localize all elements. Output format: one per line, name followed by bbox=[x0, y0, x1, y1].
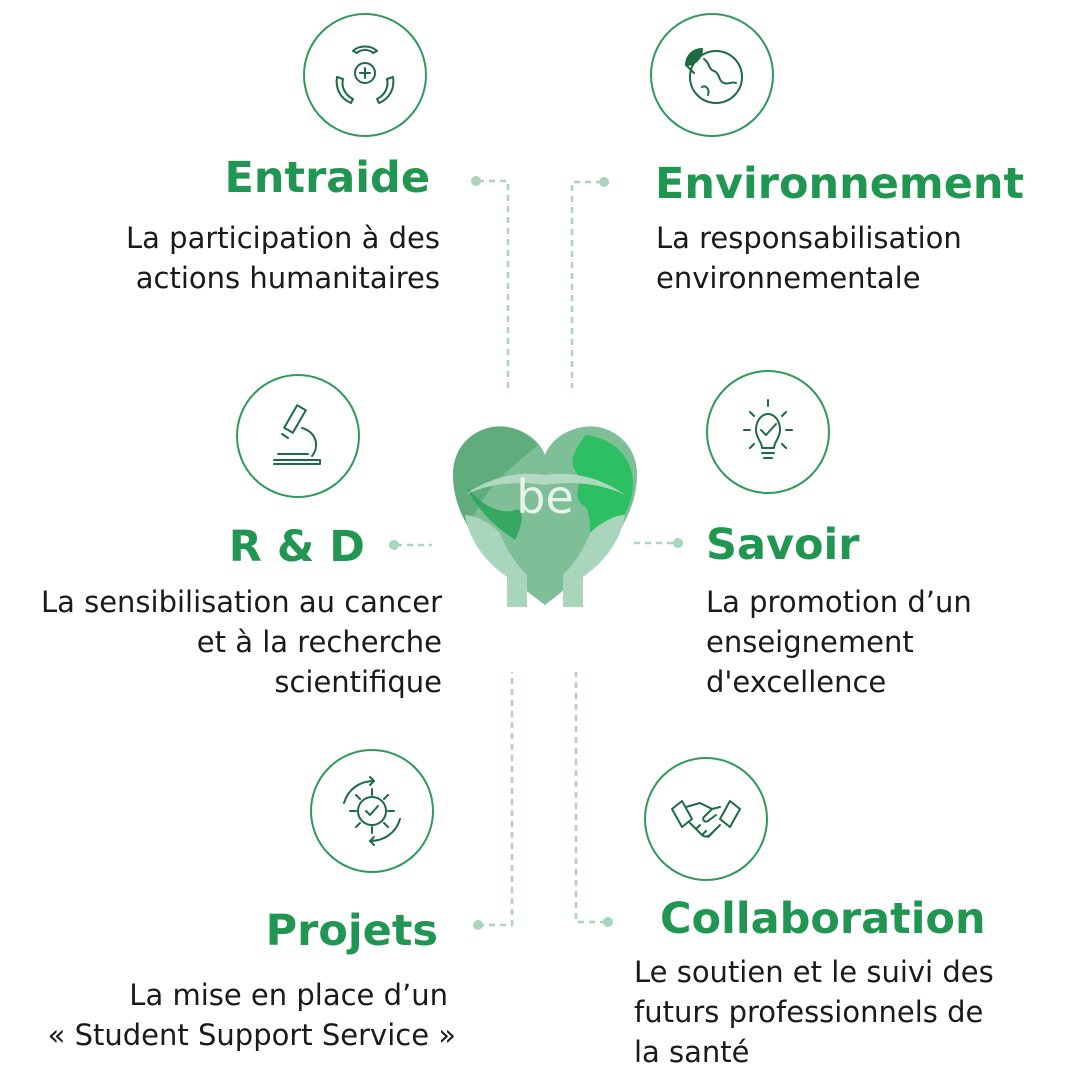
title-entraide: Entraide bbox=[224, 153, 430, 203]
connector-entraide bbox=[478, 179, 510, 388]
desc-collaboration-line: Le soutien et le suivi des bbox=[634, 955, 994, 989]
desc-environnement-line: environnementale bbox=[656, 261, 921, 295]
desc-rd-line: La sensibilisation au cancer bbox=[40, 585, 442, 619]
desc-entraide-line: La participation à des bbox=[126, 221, 440, 255]
connector-collaboration bbox=[574, 672, 606, 924]
desc-projets-line: La mise en place d’un bbox=[129, 978, 448, 1012]
helping-hands-medical-icon bbox=[335, 45, 395, 104]
desc-collaboration: Le soutien et le suivi des futurs profes… bbox=[634, 952, 994, 1072]
desc-collaboration-line: futurs professionnels de bbox=[634, 995, 984, 1029]
title-environnement: Environnement bbox=[655, 159, 1025, 209]
desc-projets-line: « Student Support Service » bbox=[47, 1018, 456, 1052]
desc-rd-line: et à la recherche bbox=[196, 625, 442, 659]
lightbulb-check-icon-circle bbox=[706, 370, 830, 494]
desc-entraide: La participation à des actions humanitai… bbox=[40, 218, 440, 298]
gear-check-cycle-icon-circle bbox=[310, 749, 434, 873]
handshake-icon bbox=[671, 800, 741, 838]
desc-projets: La mise en place d’un « Student Support … bbox=[0, 975, 456, 1055]
desc-environnement-line: La responsabilisation bbox=[656, 221, 962, 255]
gear-check-cycle-icon bbox=[343, 776, 401, 846]
microscope-icon bbox=[273, 404, 321, 465]
connector-environnement bbox=[570, 180, 602, 388]
globe-leaf-icon-circle bbox=[650, 13, 774, 137]
helping-hands-medical-icon-circle bbox=[303, 13, 427, 137]
title-rd: R & D bbox=[228, 522, 365, 572]
connector-projets bbox=[478, 672, 514, 927]
globe-leaf-icon bbox=[685, 48, 743, 104]
title-projets: Projets bbox=[265, 906, 438, 956]
desc-savoir-line: d'excellence bbox=[706, 665, 887, 699]
lightbulb-check-icon bbox=[743, 399, 793, 459]
desc-collaboration-line: la santé bbox=[634, 1035, 750, 1069]
desc-savoir-line: enseignement bbox=[706, 625, 914, 659]
desc-rd: La sensibilisation au cancer et à la rec… bbox=[0, 582, 442, 702]
desc-environnement: La responsabilisation environnementale bbox=[656, 218, 962, 298]
center-logo-text: be bbox=[516, 470, 574, 524]
heart-globe-hands-icon: be bbox=[453, 426, 637, 607]
desc-savoir-line: La promotion d’un bbox=[706, 585, 972, 619]
desc-savoir: La promotion d’un enseignement d'excelle… bbox=[706, 582, 972, 702]
title-savoir: Savoir bbox=[706, 520, 860, 570]
microscope-icon-circle bbox=[236, 374, 360, 498]
desc-entraide-line: actions humanitaires bbox=[135, 261, 440, 295]
title-collaboration: Collaboration bbox=[660, 894, 986, 944]
handshake-icon-circle bbox=[644, 757, 768, 881]
desc-rd-line: scientifique bbox=[274, 665, 442, 699]
